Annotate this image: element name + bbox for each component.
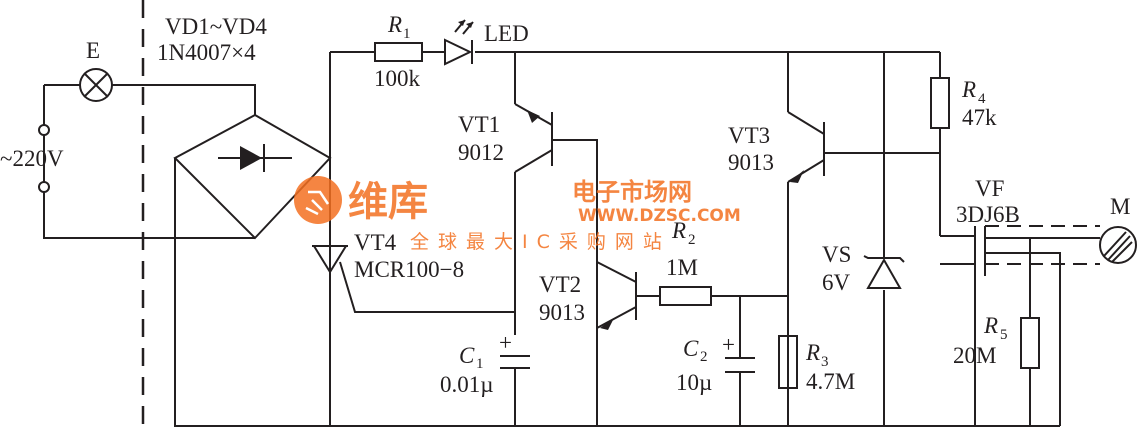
r4-ref: R — [961, 77, 976, 102]
bridge-ref: VD1~VD4 — [165, 14, 267, 39]
r1-value: 100k — [374, 66, 421, 91]
watermark-url: WWW.DZSC.COM — [578, 206, 741, 226]
c2-plus: + — [722, 332, 735, 357]
vs-ref: VS — [822, 242, 851, 267]
vt1-part: 9012 — [458, 140, 504, 165]
vs-zener-diode — [863, 255, 905, 289]
c1-plus: + — [499, 330, 512, 355]
vf-jfet — [974, 226, 986, 276]
r4-sub: 4 — [978, 91, 986, 107]
bridge-part: 1N4007×4 — [157, 40, 256, 65]
motor-label: M — [1110, 194, 1130, 219]
c1-capacitor — [500, 355, 530, 369]
r5-sub: 5 — [1000, 327, 1008, 343]
vf-ref: VF — [975, 176, 1004, 201]
r4-value: 47k — [962, 105, 997, 130]
r3-resistor — [778, 335, 798, 389]
vt3-transistor — [790, 122, 825, 183]
c2-capacitor — [725, 357, 755, 373]
watermark-tagline: 电子市场网 — [572, 178, 692, 206]
c2-ref: C — [683, 336, 699, 361]
vt4-thyristor — [312, 245, 348, 274]
r2-value: 1M — [666, 255, 698, 280]
vt3-ref: VT3 — [728, 123, 770, 148]
r1-ref: R — [387, 12, 402, 37]
r3-value: 4.7M — [806, 369, 855, 394]
r2-ref: R — [671, 218, 686, 243]
vt4-part: MCR100−8 — [354, 257, 464, 282]
watermark-brand: 维库 — [348, 179, 428, 225]
watermark: 维库 电子市场网 WWW.DZSC.COM 全球最大IC采购网站 — [294, 176, 741, 253]
mains-label: ~220V — [0, 146, 64, 171]
vt3-part: 9013 — [728, 150, 774, 175]
r5-value: 20M — [953, 343, 996, 368]
r5-resistor — [1020, 317, 1040, 369]
vt1-transistor — [527, 110, 553, 166]
vt2-part: 9013 — [539, 300, 585, 325]
c1-sub: 1 — [476, 356, 484, 372]
r2-resistor — [659, 286, 712, 306]
vt2-transistor — [600, 272, 637, 330]
r3-sub: 3 — [821, 354, 829, 370]
vf-part: 3DJ6B — [956, 202, 1020, 227]
watermark-subtitle: 全球最大IC采购网站 — [410, 231, 671, 253]
lamp-label: E — [86, 38, 100, 63]
vt4-ref: VT4 — [354, 230, 397, 255]
lamp-e — [79, 68, 113, 102]
mains-terminal-bottom — [38, 181, 50, 193]
led-label: LED — [484, 21, 529, 46]
vt2-ref: VT2 — [539, 272, 581, 297]
vs-value: 6V — [822, 270, 851, 295]
led — [444, 19, 474, 66]
watermark-logo-icon — [294, 176, 342, 224]
r1-resistor — [374, 42, 423, 62]
r3-ref: R — [805, 340, 820, 365]
bridge-rectifier — [173, 113, 332, 240]
c2-sub: 2 — [700, 349, 708, 365]
c2-value: 10µ — [676, 370, 712, 395]
sensor-m — [1099, 226, 1137, 264]
r5-ref: R — [983, 313, 998, 338]
c1-ref: C — [459, 343, 475, 368]
r4-resistor — [930, 77, 950, 129]
mains-terminal-top — [38, 124, 50, 136]
r1-sub: 1 — [403, 26, 411, 42]
vt1-ref: VT1 — [458, 112, 500, 137]
c1-value: 0.01µ — [440, 372, 494, 397]
r2-sub: 2 — [688, 232, 696, 248]
